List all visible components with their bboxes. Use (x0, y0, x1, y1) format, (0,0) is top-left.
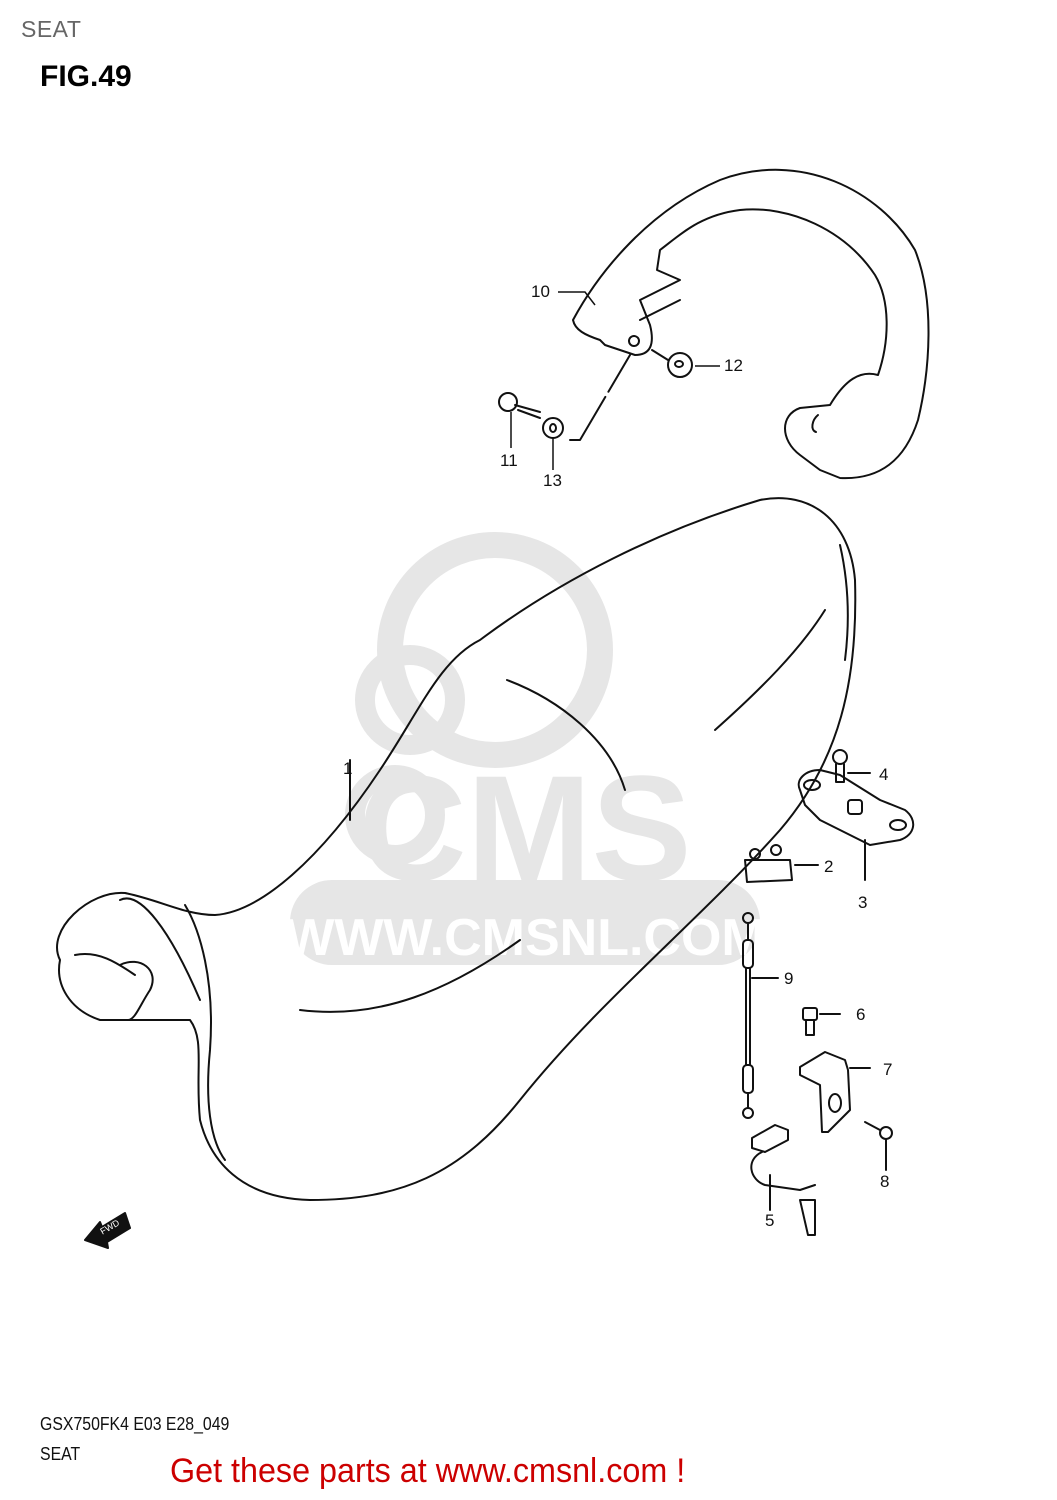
fwd-direction-arrow (84, 1212, 131, 1249)
callout-13: 13 (543, 471, 562, 490)
callout-2: 2 (824, 857, 833, 876)
callout-5: 5 (765, 1211, 774, 1230)
washer-part-12[interactable] (651, 349, 693, 378)
callout-7: 7 (883, 1060, 892, 1079)
callout-4: 4 (879, 765, 888, 784)
screw-part-4[interactable] (832, 749, 871, 783)
bolt-part-6[interactable] (802, 1007, 841, 1036)
watermark-url: WWW.CMSNL.COM (285, 909, 764, 967)
callout-8: 8 (880, 1172, 889, 1191)
callout-3: 3 (858, 893, 867, 912)
callout-9: 9 (784, 969, 793, 988)
bolt-part-11[interactable] (498, 392, 541, 419)
cable-part-9[interactable] (742, 912, 779, 1119)
callout-1: 1 (343, 759, 352, 778)
screw-part-8[interactable] (864, 1121, 893, 1171)
washer-part-13[interactable] (542, 354, 631, 441)
seat-lock-part-5[interactable] (750, 1124, 816, 1236)
figure-label: FIG.49 (40, 60, 132, 93)
callout-11: 11 (500, 451, 518, 470)
cta-link[interactable]: Get these parts at www.cmsnl.com ! (170, 1452, 686, 1490)
cms-watermark: CMS WWW.CMSNL.COM (285, 532, 765, 967)
callout-10: 10 (531, 282, 550, 301)
section-title: SEAT (21, 16, 82, 42)
callout-6: 6 (856, 1005, 865, 1024)
callout-12: 12 (724, 356, 743, 375)
bracket-part-7[interactable] (799, 1051, 871, 1133)
callout-labels: 1 2 3 4 5 6 7 8 9 10 11 12 13 FWD (98, 282, 892, 1236)
footer-section-name: SEAT (40, 1444, 81, 1464)
watermark-brand: CMS (358, 744, 691, 912)
lock-base-part-3[interactable] (797, 769, 915, 881)
cushion-part-2[interactable] (744, 844, 819, 883)
seat-part[interactable] (56, 497, 857, 1201)
grab-rail-part[interactable] (572, 168, 930, 480)
model-code: GSX750FK4 E03 E28_049 (40, 1414, 230, 1434)
leader-lines (349, 291, 771, 1210)
